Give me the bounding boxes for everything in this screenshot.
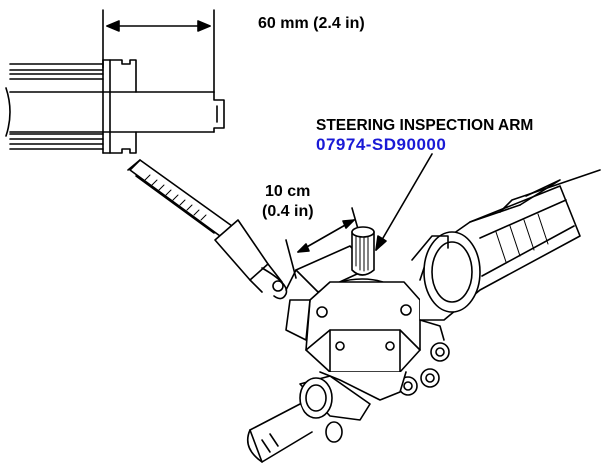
arm-dimension-label-imperial: (0.4 in) <box>262 203 314 220</box>
arm-leader <box>375 153 433 251</box>
arm-dimension-label-metric: 10 cm <box>265 183 311 200</box>
rack-end-detail <box>5 9 225 154</box>
top-dimension-label: 60 mm (2.4 in) <box>258 15 365 32</box>
spring-scale <box>127 159 288 300</box>
tool-part-number: 07974-SD90000 <box>316 135 447 154</box>
tool-name-label: STEERING INSPECTION ARM <box>316 117 534 134</box>
steering-gearbox <box>246 169 601 463</box>
